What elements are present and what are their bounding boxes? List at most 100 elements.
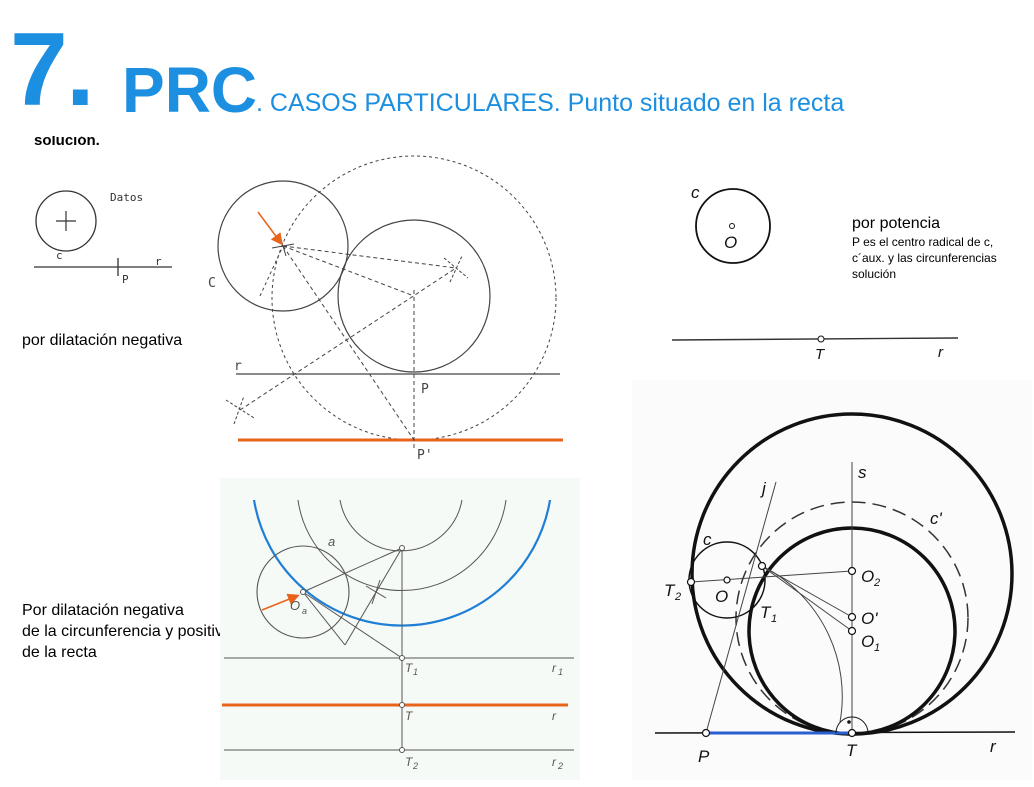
- fig4-label-p: P: [698, 747, 710, 766]
- fig3-label-o: O: [724, 233, 737, 252]
- cropped-caption: solución.: [34, 136, 100, 148]
- datos-label-p: P: [122, 273, 129, 286]
- fig1-solution-circle: [337, 219, 491, 373]
- fig2-label-t1: T: [405, 661, 414, 675]
- fig2-label-r1-sub: 1: [558, 667, 563, 677]
- fig2-point-oa: [300, 589, 306, 595]
- fig2-circle-a: [256, 545, 350, 639]
- fig4-point-t: [847, 728, 857, 738]
- fig2-bisector-mark-b: [371, 579, 381, 605]
- fig4-label-o1-sub: 1: [874, 642, 880, 654]
- fig2-label-t1-sub: 1: [413, 667, 418, 677]
- fig2-point-t1: [399, 655, 405, 661]
- fig4-t2-o2: [690, 570, 853, 583]
- fig-datos: Datos c r P: [34, 190, 172, 286]
- fig4-point-p: [701, 728, 711, 738]
- fig2-top-to-mid: [344, 547, 403, 646]
- fig2-oa-extension: [302, 591, 346, 646]
- fig4-label-o2-sub: 2: [873, 577, 880, 589]
- fig4-label-o-prime: O': [861, 609, 878, 628]
- fig4-right-angle-dot: [847, 720, 851, 724]
- fig4-label-s: s: [858, 463, 867, 482]
- fig1-bisector-mark-2b: [233, 395, 245, 425]
- fig4-label-j: j: [760, 479, 767, 498]
- fig1-bisector-mark-1b: [449, 255, 463, 283]
- caption-potencia-line3: solución: [852, 267, 897, 281]
- fig4-label-o: O: [715, 587, 728, 606]
- fig2-label-oa: O: [290, 598, 300, 613]
- title-subtitle: . CASOS PARTICULARES. Punto situado en l…: [256, 89, 845, 117]
- fig2-label-r2: r: [552, 755, 557, 769]
- fig4-label-t: T: [846, 741, 858, 760]
- fig1-label-r: r: [234, 359, 242, 374]
- fig4-point-t1: [757, 561, 767, 571]
- fig4-right-angle-mark: [835, 716, 869, 734]
- caption-dilatacion-mixta-line3: de la recta: [22, 644, 97, 661]
- fig4-scan-background: [632, 380, 1032, 780]
- fig2-arc-3: [339, 499, 463, 552]
- fig1-construction-1: [282, 245, 415, 441]
- fig1-label-p-prime: P': [417, 448, 433, 463]
- fig2-label-r: r: [552, 709, 557, 723]
- fig2-orange-arrow: [261, 593, 300, 611]
- fig3-label-t: T: [815, 346, 826, 363]
- fig2-label-r2-sub: 2: [557, 761, 563, 771]
- fig2-label-r1: r: [552, 661, 557, 675]
- fig2-point-t2: [399, 747, 405, 753]
- fig1-construction-4: [282, 245, 415, 297]
- fig4-label-t1-sub: 1: [771, 613, 777, 625]
- datos-label-c: c: [56, 249, 63, 262]
- fig1: r C P P': [208, 155, 563, 463]
- datos-label-r: r: [155, 255, 162, 268]
- fig4-point-o: [723, 576, 731, 584]
- fig4-label-t1: T: [760, 603, 772, 622]
- fig1-circle-c: [217, 180, 349, 312]
- fig4-point-t2: [686, 577, 696, 587]
- fig3-point-t: [817, 335, 825, 343]
- caption-potencia-line1: P es el centro radical de c,: [852, 235, 994, 249]
- fig2-point-t: [399, 702, 405, 708]
- fig1-label-p: P: [421, 382, 429, 397]
- fig1-construction-5: [259, 245, 284, 297]
- fig3-label-c: c: [691, 183, 700, 202]
- caption-dilatacion-negativa: por dilatación negativa: [22, 332, 183, 349]
- fig2-label-t2: T: [405, 755, 414, 769]
- fig4-label-r: r: [990, 737, 997, 756]
- fig4-label-c: c: [703, 530, 712, 549]
- title-number: 7.: [10, 12, 95, 128]
- fig2-label-a: a: [328, 534, 335, 549]
- fig3-circle-c: [695, 188, 771, 264]
- fig1-label-c: C: [208, 276, 216, 291]
- fig2-oa-to-top: [302, 547, 403, 593]
- fig4-point-o2: [847, 566, 857, 576]
- fig4-label-c-prime: c': [930, 509, 943, 528]
- fig2-point-top: [399, 545, 405, 551]
- fig4-label-o2: O: [861, 567, 874, 586]
- fig2: a O a T 1 r 1 T r T 2 r 2: [222, 499, 574, 771]
- fig4-line-j: [705, 481, 777, 734]
- fig3: c O T r: [671, 183, 959, 363]
- datos-heading: Datos: [110, 191, 143, 204]
- fig1-orange-arrow: [257, 211, 283, 246]
- fig4-t1-o1: [761, 565, 853, 632]
- fig3-point-o: [729, 223, 735, 229]
- fig3-label-r: r: [938, 344, 944, 361]
- fig4: s j c' c T 2 O T 1 O 2 O' O 1 P T r: [654, 412, 1016, 766]
- caption-dilatacion-mixta-line2: de la circunferencia y positiva: [22, 623, 232, 640]
- fig4-radical-arc: [761, 565, 843, 723]
- datos-circle-c: [35, 190, 97, 252]
- fig2-label-oa-sub: a: [302, 606, 307, 616]
- fig4-label-t2: T: [664, 581, 676, 600]
- fig4-label-t2-sub: 2: [674, 591, 681, 603]
- fig2-oa-to-t1: [302, 591, 403, 659]
- fig1-construction-2: [282, 245, 457, 269]
- fig3-line-r: [671, 337, 959, 341]
- fig2-scan-background: [220, 478, 580, 780]
- title-acronym: PRC: [122, 54, 258, 126]
- caption-potencia-title: por potencia: [852, 215, 941, 232]
- fig1-construction-3: [239, 267, 457, 411]
- fig1-bisector-mark-2a: [225, 399, 255, 419]
- fig2-label-t: T: [405, 709, 414, 723]
- fig4-point-o1: [847, 626, 857, 636]
